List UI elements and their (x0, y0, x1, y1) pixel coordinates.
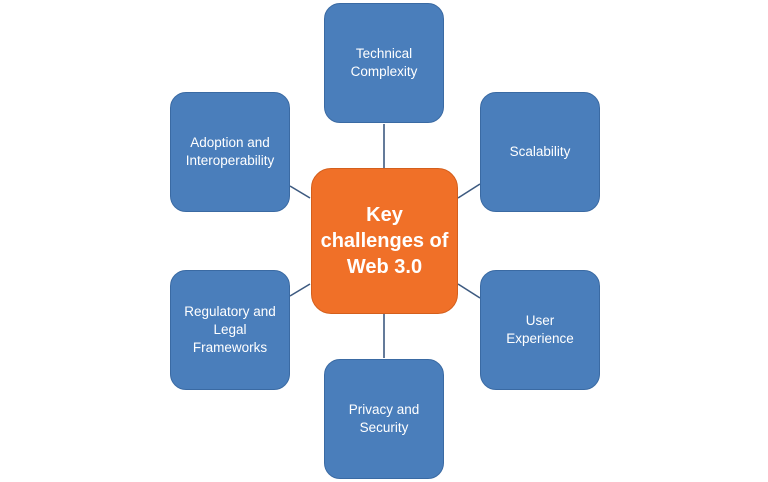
node-privacy-and-security: Privacy and Security (324, 359, 444, 479)
node-user-experience-label: User Experience (506, 313, 574, 346)
node-privacy-and-security-label: Privacy and Security (348, 402, 420, 435)
connector-user-experience (457, 283, 481, 299)
node-scalability-label: Scalability (509, 144, 571, 159)
center-node-label: Key challenges of Web 3.0 (320, 204, 449, 278)
node-scalability: Scalability (480, 92, 600, 212)
connector-adoption (289, 185, 311, 199)
node-regulatory-label: Regulatory and Legal Frameworks (184, 304, 276, 355)
node-technical-complexity: Technical Complexity (324, 3, 444, 123)
center-node-key-challenges: Key challenges of Web 3.0 (311, 168, 458, 314)
node-adoption-label: Adoption and Interoperability (185, 135, 275, 168)
node-user-experience: User Experience (480, 270, 600, 390)
node-adoption-and-interoperability: Adoption and Interoperability (170, 92, 290, 212)
connector-regulatory (289, 283, 311, 297)
node-technical-complexity-label: Technical Complexity (350, 46, 418, 79)
node-regulatory-and-legal-frameworks: Regulatory and Legal Frameworks (170, 270, 290, 390)
connector-scalability (457, 183, 481, 199)
